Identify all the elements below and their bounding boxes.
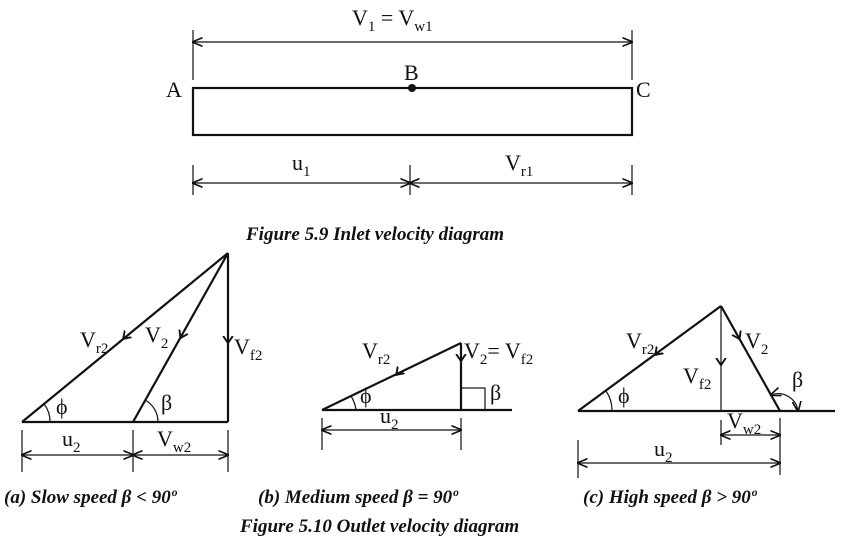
v1-label: V1 = Vw1 [352,5,433,35]
v2-vf2-label: V2= Vf2 [464,338,533,368]
outlet-diagram-high: Vr2 V2 Vf2 ϕ β Vw2 u2 (c) High speed β >… [578,305,835,508]
figure-5-10-caption: Figure 5.10 Outlet velocity diagram [239,516,519,537]
phi-label: ϕ [56,394,68,419]
vw2-label: Vw2 [727,408,761,438]
outlet-diagram-medium: Vr2 V2= Vf2 ϕ β u2 (b) Medium speed β = … [258,338,533,508]
inlet-diagram: V1 = Vw1 A B C u1 Vr1 Figure 5.9 Inlet v… [166,5,651,245]
vr2-label: Vr2 [626,328,654,358]
point-a-label: A [166,77,182,102]
vf2-label: Vf2 [234,334,262,364]
u2-label: u2 [654,436,673,466]
figure-5-9-caption: Figure 5.9 Inlet velocity diagram [245,224,504,245]
point-b-label: B [404,60,419,85]
beta-label: β [490,380,501,405]
u1-label: u1 [292,150,311,180]
point-c-label: C [636,77,651,102]
inlet-rectangle [191,86,634,137]
v2-label: V2 [145,322,168,352]
u2-label: u2 [62,426,81,456]
beta-label: β [792,367,803,392]
beta-label: β [161,390,172,415]
u2-label: u2 [380,403,399,433]
vr1-label: Vr1 [505,150,533,180]
vr2-label: Vr2 [362,338,390,368]
outlet-diagram-slow: Vr2 V2 Vf2 ϕ β u2 Vw2 (a) Slow speed β <… [4,252,262,508]
caption-slow-speed: (a) Slow speed β < 90º [4,487,178,508]
phi-label: ϕ [360,383,372,408]
v2-label: V2 [745,328,768,358]
vr2-label: Vr2 [80,327,108,357]
caption-medium-speed: (b) Medium speed β = 90º [258,487,459,508]
phi-label: ϕ [618,383,630,408]
vw2-label: Vw2 [157,426,191,456]
vf2-label: Vf2 [683,363,711,393]
point-b-dot [408,84,416,92]
caption-high-speed: (c) High speed β > 90º [583,487,758,508]
